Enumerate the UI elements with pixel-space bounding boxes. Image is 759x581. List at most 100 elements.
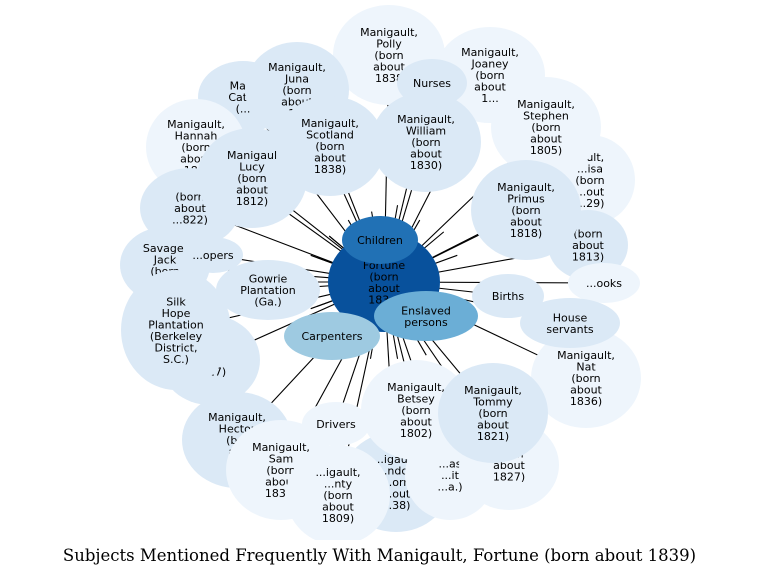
node-label-manigault-louisa: ...isa <box>577 163 603 176</box>
node-label-manigault-polly: about <box>373 61 405 74</box>
node-label-manigault-nat: Nat <box>576 361 596 374</box>
node-shape-manigault-william <box>371 92 481 192</box>
node-label-manigault-juna: Juna <box>284 73 309 86</box>
node-births: Births <box>472 274 544 318</box>
figure-caption: Subjects Mentioned Frequently With Manig… <box>62 546 697 565</box>
node-label-partial-ga: ...as <box>439 458 462 471</box>
node-label-manigault-primus: 1818) <box>510 227 542 240</box>
node-shape-carpenters <box>284 312 380 360</box>
node-label-manigault-primus: Manigault, <box>497 181 555 194</box>
node-label-manigault-joaney: about <box>474 81 506 94</box>
node-label-manigault-hector: Manigault, <box>208 411 266 424</box>
node-drivers: Drivers <box>302 402 370 446</box>
node-label-manigault-betsey: Betsey <box>397 393 435 406</box>
node-label-manigault-1822: ...822) <box>172 214 208 227</box>
node-label-manigault-hannah: (born <box>181 141 210 154</box>
subject-network-graph: Ma...Cat...(...Manigault,Polly(bornabout… <box>120 5 641 540</box>
node-shape-cooks <box>568 263 640 303</box>
node-label-births: Births <box>492 290 524 303</box>
node-label-manigault-monty: 1809) <box>322 512 354 525</box>
node-label-manigault-monty: about <box>322 501 354 514</box>
node-label-center: (born <box>369 270 398 283</box>
node-label-silk-hope: (Berkeley <box>150 330 203 343</box>
node-shape-drivers <box>302 402 370 446</box>
node-label-manigault-monty: ...nty <box>324 478 353 491</box>
node-label-manigault-polly: Polly <box>376 38 402 51</box>
node-shape-gowrie <box>216 260 320 320</box>
node-shape-house-servants <box>520 298 620 348</box>
node-label-manigault-betsey: Manigault, <box>387 381 445 394</box>
node-label-carpenters: Carpenters <box>302 330 363 343</box>
node-label-drivers: Drivers <box>316 418 356 431</box>
node-label-gowrie: Plantation <box>240 284 296 297</box>
node-label-manigault-stephen: Stephen <box>523 110 569 123</box>
node-label-manigault-joaney: (born <box>475 69 504 82</box>
node-label-manigault-polly: (born <box>374 49 403 62</box>
node-label-silk-hope: Hope <box>162 307 191 320</box>
node-label-manigault-william: about <box>410 148 442 161</box>
node-label-silk-hope: S.C.) <box>163 353 189 366</box>
node-label-children: Children <box>357 234 403 247</box>
node-label-manigault-joaney: Joaney <box>471 58 509 71</box>
node-label-manigault-stephen: (born <box>531 121 560 134</box>
node-label-manigault-louisa: ...29) <box>576 197 605 210</box>
node-label-manigault-lucy: about <box>236 184 268 197</box>
node-label-cooks: ...ooks <box>586 277 622 290</box>
node-label-manigault-tommy: Manigault, <box>464 384 522 397</box>
node-label-manigault-stephen: Manigault, <box>517 98 575 111</box>
node-label-manigault-stephen: 1805) <box>530 144 562 157</box>
node-shape-births <box>472 274 544 318</box>
node-label-manigault-1813: (born <box>573 228 602 241</box>
node-label-savage-jack: Jack <box>153 253 177 266</box>
node-label-manigault-hannah: Hannah <box>175 130 218 143</box>
node-label-manigault-sam: Sam <box>269 453 293 466</box>
node-label-manigault-primus: (born <box>511 204 540 217</box>
node-label-silk-hope: Silk <box>166 295 186 308</box>
node-children: Children <box>342 216 418 264</box>
node-label-center: about <box>368 282 400 295</box>
node-label-manigault-hannah: Manigault, <box>167 118 225 131</box>
node-label-partial-ga: ...it <box>441 469 460 482</box>
node-label-manigault-tommy: about <box>477 419 509 432</box>
node-label-enslaved-persons: persons <box>404 316 448 329</box>
node-label-manigault-lucy: 1812) <box>236 195 268 208</box>
node-label-manigault-scotland: 1838) <box>314 163 346 176</box>
node-label-manigault-1827: 1827) <box>493 471 525 484</box>
node-label-manigault-1822: (born <box>175 191 204 204</box>
node-carpenters: Carpenters <box>284 312 380 360</box>
node-label-manigault-lucy: Manigaul <box>227 149 277 162</box>
node-nurses: Nurses <box>397 59 467 107</box>
node-label-house-servants: House <box>553 311 588 324</box>
node-label-manigault-lucy: (born <box>237 172 266 185</box>
node-label-manigault-1822: about <box>174 202 206 215</box>
graph-nodes: Ma...Cat...(...Manigault,Polly(bornabout… <box>120 5 641 540</box>
node-label-manigault-betsey: (born <box>401 404 430 417</box>
node-label-manigault-william: (born <box>411 136 440 149</box>
node-label-manigault-joaney: Manigault, <box>461 46 519 59</box>
node-label-manigault-polly: Manigault, <box>360 26 418 39</box>
node-label-manigault-sam: Manigault, <box>252 441 310 454</box>
node-label-enslaved-persons: Enslaved <box>401 304 451 317</box>
node-label-manigault-william: William <box>406 125 446 138</box>
node-label-manigault-sam: (born <box>266 464 295 477</box>
node-label-savage-jack: Savage, <box>143 242 187 255</box>
node-label-gowrie: Gowrie <box>249 273 288 286</box>
node-label-partial-ga: ...a.) <box>437 481 462 494</box>
node-label-nurses: Nurses <box>413 77 451 90</box>
node-label-manigault-polly: 1838 <box>375 72 403 85</box>
node-label-manigault-tommy: (born <box>478 407 507 420</box>
node-label-manigault-louisa: ...out <box>576 186 605 199</box>
node-shape-enslaved-persons <box>374 291 478 341</box>
node-coopers: ...opers <box>183 237 243 273</box>
node-label-manigault-betsey: about <box>400 416 432 429</box>
